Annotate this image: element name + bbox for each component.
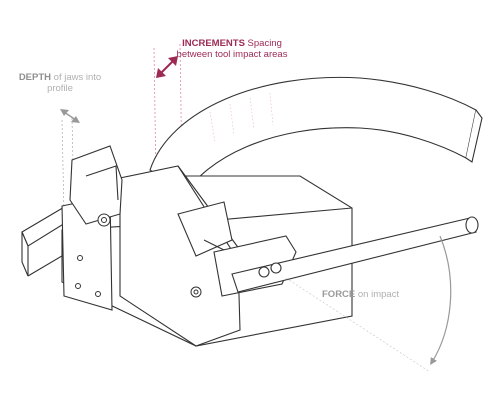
tool-body <box>61 145 353 347</box>
force-arrow-icon <box>285 235 452 373</box>
increments-arrow-icon <box>156 56 178 78</box>
bolts <box>75 213 202 298</box>
force-callout: FORCE on impact <box>322 289 432 300</box>
increments-title: INCREMENTS <box>182 38 245 49</box>
increments-text: Spacing between tool impact areas <box>176 38 288 60</box>
depth-title: DEPTH <box>18 72 52 83</box>
depth-arrow-icon <box>60 109 80 123</box>
profile-section-marks <box>209 92 274 143</box>
force-text: on impact <box>357 289 400 300</box>
curved-profile <box>149 76 483 196</box>
force-title: FORCE <box>322 289 356 300</box>
increments-callout: INCREMENTS Spacing between tool impact a… <box>168 38 296 60</box>
depth-text: of jaws into profile <box>47 72 102 94</box>
lever-handle <box>213 216 479 297</box>
depth-callout: DEPTH of jaws into profile <box>18 72 102 94</box>
